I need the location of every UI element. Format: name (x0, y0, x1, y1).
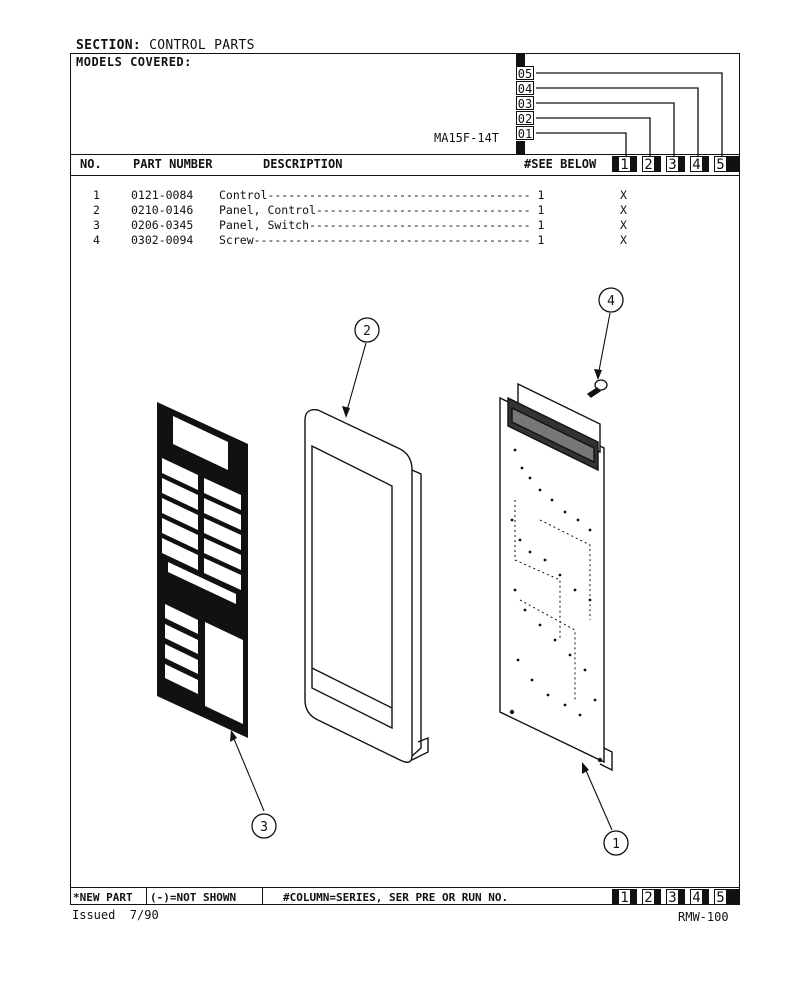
series-stack-top (516, 54, 525, 66)
series-col-divider (612, 889, 618, 905)
footer-column-note: #COLUMN=SERIES, SER PRE OR RUN NO. (283, 891, 509, 904)
series-col: 5 (714, 156, 727, 173)
series-col-divider (727, 156, 739, 172)
page-frame (70, 53, 740, 905)
series-number: 02 (516, 111, 534, 126)
part-description: Panel, Control--------------------------… (219, 203, 545, 217)
part-no: 2 (93, 203, 100, 217)
series-col-divider (679, 889, 685, 905)
series-col-divider (655, 889, 661, 905)
series-col: 1 (618, 156, 631, 173)
header-rule (70, 154, 740, 155)
series-col: 5 (714, 889, 727, 906)
col-description: DESCRIPTION (263, 157, 343, 171)
control-board-drawing (499, 382, 613, 772)
series-number: 05 (516, 66, 534, 81)
callout-label: 3 (260, 820, 268, 835)
part-description: Screw-----------------------------------… (219, 233, 545, 247)
series-col: 3 (666, 156, 679, 173)
series-col-divider (679, 156, 685, 172)
part-number: 0210-0146 (131, 203, 194, 217)
model-name: MA15F-14T (434, 131, 500, 145)
callout-label: 2 (363, 324, 371, 339)
control-panel-drawing (304, 409, 429, 763)
series-col: 3 (666, 889, 679, 906)
switch-panel-drawing (157, 402, 248, 738)
issued-date: Issued 7/90 (72, 908, 159, 922)
series-col-divider (703, 889, 709, 905)
part-no: 3 (93, 218, 100, 232)
series-col: 4 (690, 889, 703, 906)
footer-not-shown: (-)=NOT SHOWN (150, 891, 237, 904)
models-covered-label: MODELS COVERED: (76, 55, 192, 69)
series-col-divider (655, 156, 661, 172)
footer-new-part: *NEW PART (73, 891, 133, 904)
part-mark: X (620, 218, 627, 232)
part-number: 0302-0094 (131, 233, 194, 247)
section-value: CONTROL PARTS (149, 38, 255, 53)
footer-rule (70, 887, 740, 888)
series-col-divider (631, 156, 637, 172)
series-number: 03 (516, 96, 534, 111)
series-number: 01 (516, 126, 534, 141)
callout-circle (598, 287, 624, 313)
series-number: 04 (516, 81, 534, 96)
col-see-below: #SEE BELOW (524, 157, 597, 171)
part-mark: X (620, 188, 627, 202)
series-col: 1 (618, 889, 631, 906)
screw-drawing (586, 379, 608, 398)
callout-circle (603, 830, 629, 856)
part-description: Control---------------------------------… (219, 188, 545, 202)
part-description: Panel, Switch---------------------------… (219, 218, 545, 232)
part-no: 1 (93, 188, 100, 202)
document-id: RMW-100 (678, 910, 729, 924)
series-col-divider (612, 156, 618, 172)
series-col-divider (727, 889, 739, 905)
series-col: 4 (690, 156, 703, 173)
part-number: 0206-0345 (131, 218, 194, 232)
callout-label: 4 (607, 294, 615, 309)
footer-divider (262, 887, 263, 905)
series-stack-bottom (516, 141, 525, 154)
part-number: 0121-0084 (131, 188, 194, 202)
section-label: SECTION: (76, 38, 142, 53)
section-title: SECTION: CONTROL PARTS (76, 38, 255, 53)
callout-label: 1 (612, 837, 620, 852)
series-col-divider (631, 889, 637, 905)
part-mark: X (620, 233, 627, 247)
part-no: 4 (93, 233, 100, 247)
footer-divider (146, 887, 147, 905)
col-part-number: PART NUMBER (133, 157, 213, 171)
series-col: 2 (642, 889, 655, 906)
col-no: NO. (80, 157, 102, 171)
callout-circle (251, 813, 277, 839)
series-col: 2 (642, 156, 655, 173)
callout-circle (354, 317, 380, 343)
series-col-divider (703, 156, 709, 172)
part-mark: X (620, 203, 627, 217)
header-rule (70, 175, 740, 176)
